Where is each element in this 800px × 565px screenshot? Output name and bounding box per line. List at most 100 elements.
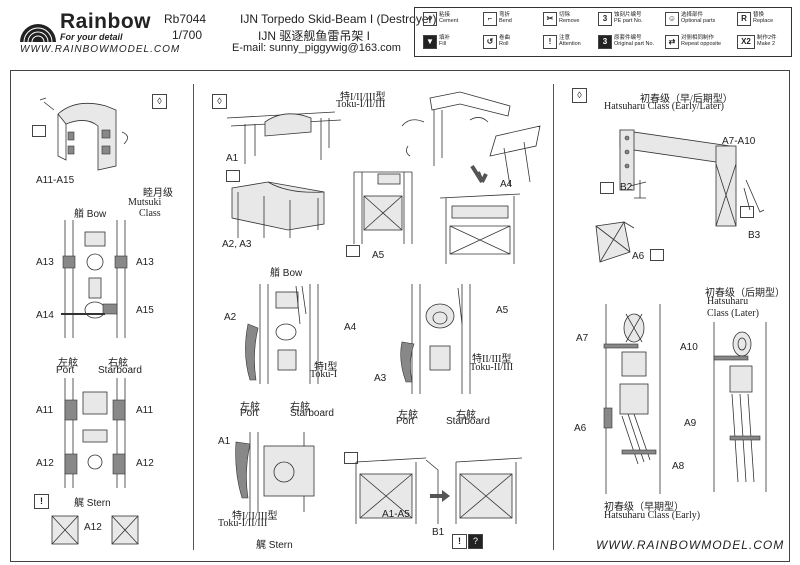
early-cn: 初春级（早期型） [604, 502, 684, 513]
starboard-cn: 右舷 [108, 358, 128, 369]
bend-icon [32, 125, 46, 137]
class-en: Mutsuki [128, 197, 162, 208]
toku-en: Toku-I/II/III [218, 518, 268, 529]
callout-b2: B2 [620, 182, 633, 193]
cement-icon: ◊ [572, 88, 587, 103]
replace-icon: R [737, 12, 751, 26]
port-cn: 左舷 [240, 402, 260, 413]
callout-a5: A5 [372, 250, 385, 261]
callout-a3: A3 [374, 373, 387, 384]
callout-a12: A12 [36, 458, 54, 469]
callout-a12: A12 [136, 458, 154, 469]
legend-cn: 注意 [559, 35, 571, 41]
frame-a5-drawing [353, 171, 413, 244]
footer-website: WWW.RAINBOWMODEL.COM [596, 538, 785, 552]
early-type-layout-drawing [603, 304, 661, 494]
brand-tagline: For your detail [60, 32, 123, 42]
product-scale: 1/700 [172, 28, 203, 42]
callout-a6: A6 [632, 251, 645, 262]
callout-a11: A11 [136, 405, 154, 416]
fill-icon: ▼ [423, 35, 437, 49]
pe-number-icon: 3 [598, 12, 612, 26]
callout-a6: A6 [574, 423, 587, 434]
callout-a1: A1 [226, 153, 239, 164]
bend-icon [346, 245, 360, 257]
smile-icon: ☺ [665, 12, 679, 26]
hatsuharu-en: Hatsuharu Class (Early/Later) [604, 101, 724, 112]
x2-icon: X2 [737, 35, 755, 49]
toku-ii-iii-bow-drawing [400, 284, 471, 394]
hatsuharu-cn: 初春级（早/后期型） [640, 94, 733, 105]
callout-a7-a10: A7-A10 [722, 136, 756, 147]
instruction-frame [10, 70, 790, 562]
parts-label: A11-A15 [36, 175, 75, 186]
legend-en: Remove [559, 18, 580, 24]
legend-cn: 切除 [559, 12, 571, 18]
stern-detail-drawing [235, 432, 315, 512]
legend-cn: 替换 [753, 12, 765, 18]
bow-layout-drawing [61, 220, 128, 338]
callout-a10: A10 [680, 342, 698, 353]
stern-layout-drawing [64, 378, 126, 488]
callout-a15: A15 [136, 305, 154, 316]
product-code: Rb7044 [164, 12, 207, 26]
callout-a1: A1 [218, 436, 231, 447]
toku-i-bow-drawing [245, 284, 319, 384]
legend-en: Cement [439, 18, 459, 24]
legend-en: Repeat opposite [681, 41, 722, 47]
bend-icon [226, 170, 240, 182]
bend-icon [740, 206, 754, 218]
later-en: Hatsuharu [707, 296, 749, 307]
starboard-label: Starboard [446, 416, 490, 427]
bend-icon [600, 182, 614, 194]
port-label: Port [56, 365, 75, 376]
class-en: Class [139, 208, 161, 219]
callout-a13: A13 [136, 257, 154, 268]
hatsuharu-beam-drawing [619, 129, 765, 227]
product-title: IJN Torpedo Skid-Beam I (Destroyer) [240, 12, 437, 26]
callout-a13: A13 [36, 257, 54, 268]
callout-a12: A12 [84, 522, 102, 533]
toku23-en: Toku-II/III [470, 362, 514, 373]
attention-icon: ! [543, 35, 557, 49]
starboard-label: Starboard [98, 365, 142, 376]
callout-a2: A2 [224, 312, 237, 323]
cement-icon: ◊ [212, 94, 227, 109]
port-cn: 左舷 [58, 358, 78, 369]
header-website: WWW.RAINBOWMODEL.COM [20, 44, 181, 55]
original-part-icon: ? [468, 534, 483, 549]
toku-en: Toku-I/II/III [336, 99, 386, 110]
port-label: Port [396, 416, 415, 427]
bow-label: 艏 Bow [270, 268, 303, 279]
class-cn: 睦月级 [143, 188, 173, 199]
callout-a1-a5: A1-A5 [382, 509, 410, 520]
legend-en: Replace [753, 18, 774, 24]
repeat-icon: ⇄ [665, 35, 679, 49]
legend-cn: 原套件编号 [614, 35, 642, 41]
callout-a4: A4 [344, 322, 357, 333]
legend-en: Make 2 [757, 41, 776, 47]
later-type-layout-drawing [713, 322, 767, 492]
callout-a5: A5 [496, 305, 509, 316]
cement-icon: ◊ [152, 94, 167, 109]
skid-beam-assembly-drawing [231, 181, 325, 238]
callout-a4: A4 [500, 179, 513, 190]
final-assembly-drawing [355, 457, 523, 524]
contact-email: E-mail: sunny_piggywig@163.com [232, 42, 401, 54]
callout-a9: A9 [684, 418, 697, 429]
callout-a14: A14 [36, 310, 54, 321]
starboard-label: Starboard [290, 408, 334, 419]
toku-cn: 特I/II/III型 [232, 511, 278, 522]
later-en: Class (Later) [707, 308, 759, 319]
skid-beam-drawing [39, 97, 128, 171]
port-label: Port [240, 408, 259, 419]
